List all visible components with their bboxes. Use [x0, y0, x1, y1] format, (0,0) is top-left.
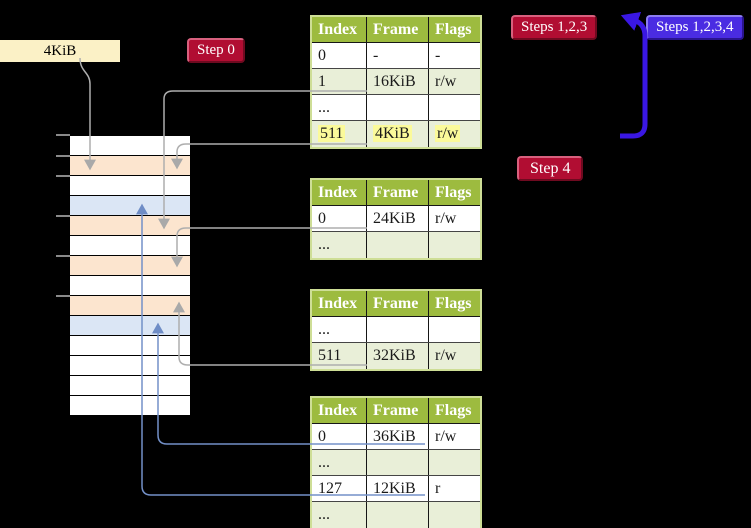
table-cell: 32KiB: [367, 343, 429, 369]
table-cell: -: [367, 43, 429, 68]
column-header-flags: Flags: [429, 291, 480, 316]
table-cell: [429, 502, 480, 528]
memory-row-10: [70, 316, 190, 336]
column-header-index: Index: [312, 180, 367, 205]
memory-row-2: [70, 156, 190, 176]
table-cell: 12KiB: [367, 476, 429, 501]
table-cell: [367, 317, 429, 342]
table-cell: [429, 450, 480, 475]
memory-row-8: [70, 276, 190, 296]
memory-row-12: [70, 356, 190, 376]
column-header-frame: Frame: [367, 291, 429, 316]
memory-row-14: [70, 396, 190, 416]
memory-row-3: [70, 176, 190, 196]
memory-row-1: [70, 136, 190, 156]
table-cell: 0: [312, 43, 367, 68]
table-cell: ...: [312, 232, 367, 258]
column-header-flags: Flags: [429, 180, 480, 205]
memory-row-6: [70, 236, 190, 256]
table-cell: r/w: [429, 206, 480, 231]
table-cell: ...: [312, 450, 367, 475]
table-cell: [429, 317, 480, 342]
memory-row-5: [70, 216, 190, 236]
column-header-flags: Flags: [429, 398, 480, 423]
table-cell: r/w: [429, 69, 480, 94]
table-cell: 4KiB: [367, 121, 429, 147]
frame-size-label: 4KiB: [0, 40, 120, 62]
page-table-level-4-entry-511: 511 4KiB r/w: [312, 121, 480, 147]
table-cell: ...: [312, 317, 367, 342]
table-cell: 1: [312, 69, 367, 94]
table-cell: r/w: [429, 424, 480, 449]
badge-step-0: Step 0: [187, 38, 245, 63]
column-header-frame: Frame: [367, 398, 429, 423]
page-table-level-1-entry-dotsdotsdots: ...: [312, 502, 480, 528]
column-header-index: Index: [312, 398, 367, 423]
physical-memory-column: [70, 136, 190, 416]
table-cell: [367, 450, 429, 475]
table-cell: 511: [312, 121, 367, 147]
page-table-level-4-entry-dotsdotsdots: ...: [312, 95, 480, 121]
page-table-level-3-entry-dotsdotsdots: ...: [312, 232, 480, 258]
highlighted-value: r/w: [435, 125, 461, 142]
table-cell: 0: [312, 424, 367, 449]
highlighted-value: 4KiB: [373, 125, 412, 142]
table-cell: [367, 502, 429, 528]
table-cell: [429, 232, 480, 258]
table-cell: [367, 232, 429, 258]
column-header-flags: Flags: [429, 17, 480, 42]
table-cell: r/w: [429, 343, 480, 369]
arrow-steps-loop-arrow: [620, 11, 648, 139]
memory-row-11: [70, 336, 190, 356]
memory-tick-group: [56, 134, 70, 297]
memory-row-9: [70, 296, 190, 316]
highlighted-value: 511: [318, 125, 346, 142]
badge-step-4: Step 4: [517, 156, 584, 181]
column-header-frame: Frame: [367, 17, 429, 42]
table-cell: ...: [312, 95, 367, 120]
table-cell: 0: [312, 206, 367, 231]
table-cell: 24KiB: [367, 206, 429, 231]
memory-row-4: [70, 196, 190, 216]
memory-row-7: [70, 256, 190, 276]
page-table-level-2-entry-dotsdotsdots: ...: [312, 317, 480, 343]
table-cell: r: [429, 476, 480, 501]
table-cell: 127: [312, 476, 367, 501]
page-table-level-4-entry-0: 0--: [312, 43, 480, 69]
column-header-index: Index: [312, 17, 367, 42]
table-cell: 36KiB: [367, 424, 429, 449]
table-cell: [429, 95, 480, 120]
table-cell: ...: [312, 502, 367, 528]
badge-steps-1-2-3-4: Steps 1,2,3,4: [646, 15, 744, 40]
table-cell: [367, 95, 429, 120]
column-header-frame: Frame: [367, 180, 429, 205]
table-cell: r/w: [429, 121, 480, 147]
table-cell: -: [429, 43, 480, 68]
table-cell: 511: [312, 343, 367, 369]
page-table-level-1-entry-dotsdotsdots: ...: [312, 450, 480, 476]
badge-steps-1-2-3: Steps 1,2,3: [511, 15, 598, 40]
table-cell: 16KiB: [367, 69, 429, 94]
column-header-index: Index: [312, 291, 367, 316]
memory-row-13: [70, 376, 190, 396]
